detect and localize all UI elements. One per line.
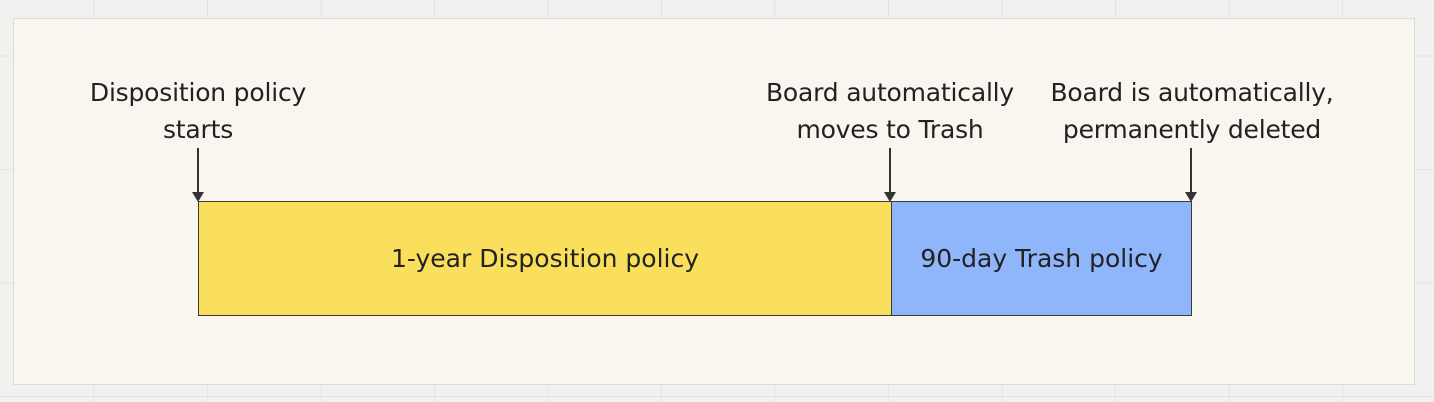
arrow-start [197, 148, 199, 194]
arrowhead-trash [884, 192, 896, 202]
arrowhead-delete [1185, 192, 1197, 202]
disposition-policy-label: 1-year Disposition policy [391, 244, 699, 273]
trash-policy-segment: 90-day Trash policy [891, 201, 1192, 316]
label-policy-starts: Disposition policy starts [89, 78, 307, 144]
label-moves-to-trash: Board automatically moves to Trash [765, 78, 1015, 144]
arrow-trash [889, 148, 891, 194]
trash-policy-label: 90-day Trash policy [920, 244, 1163, 273]
label-permanently-deleted: Board is automatically, permanently dele… [1050, 78, 1334, 144]
disposition-policy-segment: 1-year Disposition policy [198, 201, 892, 316]
arrow-delete [1190, 148, 1192, 194]
arrowhead-start [192, 192, 204, 202]
